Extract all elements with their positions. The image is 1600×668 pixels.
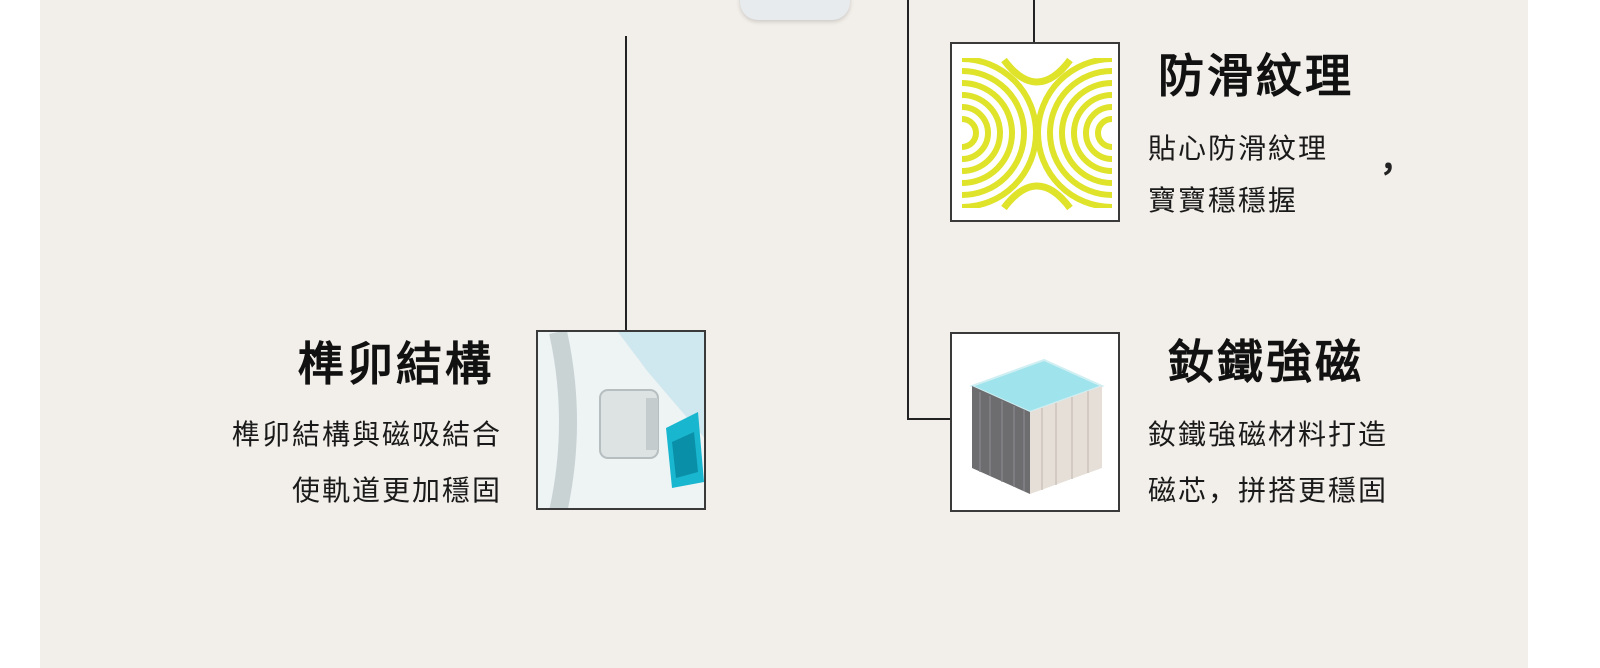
mortise-joint-box xyxy=(536,330,706,510)
connector-line-mid xyxy=(907,0,909,420)
neodymium-magnet-cube-image xyxy=(969,358,1105,494)
magnet-desc-line2: 磁芯，拼搭更穩固 xyxy=(1148,474,1389,507)
mortise-desc-line1: 榫卯結構與磁吸結合 xyxy=(231,418,502,451)
anti-slip-trailing-mark: ， xyxy=(1380,140,1414,180)
magnet-desc-line1: 釹鐵強磁材料打造 xyxy=(1148,418,1389,451)
anti-slip-texture-box xyxy=(950,42,1120,222)
connector-line-right xyxy=(1033,0,1035,44)
anti-slip-desc-line2: 寶寶穩穩握 xyxy=(1148,184,1299,217)
mortise-joint-image xyxy=(538,332,704,508)
magnet-title: 釹鐵強磁 xyxy=(1168,335,1364,389)
anti-slip-texture-icon xyxy=(962,57,1112,211)
mortise-title: 榫卯結構 xyxy=(298,337,494,391)
anti-slip-desc-line1: 貼心防滑紋理 xyxy=(1148,132,1329,165)
magnet-box xyxy=(950,332,1120,512)
feature-panel: 防滑紋理 貼心防滑紋理 ， 寶寶穩穩握 榫卯結構 榫卯結構與磁吸結合 使軌道更加… xyxy=(40,0,1528,668)
mortise-desc-line2: 使軌道更加穩固 xyxy=(291,474,502,507)
product-image-partial xyxy=(740,0,850,20)
anti-slip-title: 防滑紋理 xyxy=(1158,49,1354,103)
connector-line-left xyxy=(625,36,627,332)
